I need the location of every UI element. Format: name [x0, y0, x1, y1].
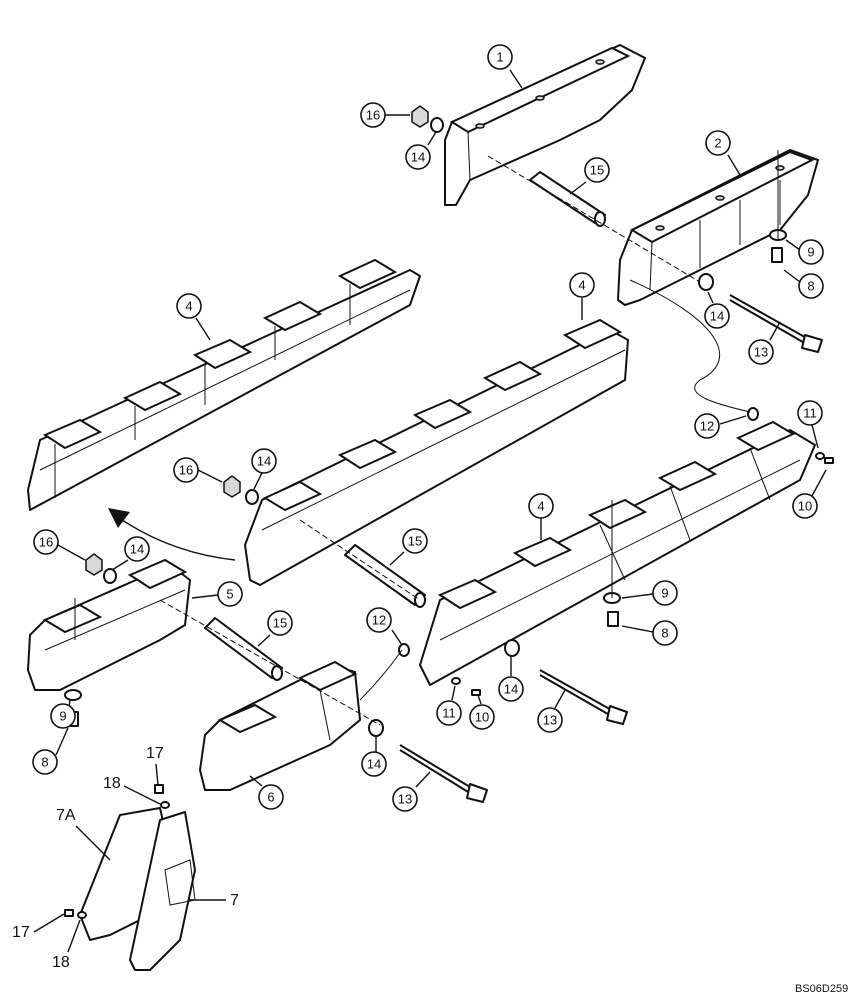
drawing-code: BS06D259 [795, 983, 848, 995]
callout-2: 2 [705, 130, 731, 156]
callout-4: 4 [176, 293, 202, 319]
callout-label: 6 [267, 790, 274, 805]
callout-8: 8 [798, 273, 824, 299]
callout-14: 14 [405, 144, 431, 170]
callout-14: 14 [124, 536, 150, 562]
callout-11: 11 [797, 400, 823, 426]
callout-label: 12 [372, 613, 386, 628]
part-7-guards [79, 807, 196, 971]
callout-label: 9 [807, 245, 814, 260]
callout-16: 16 [360, 102, 386, 128]
part-4-rail-middle [244, 318, 629, 586]
callout-label: 4 [537, 499, 544, 514]
callout-13: 13 [392, 786, 418, 812]
callout-label: 10 [475, 710, 489, 725]
callout-label: 5 [226, 587, 233, 602]
callout-9: 9 [798, 239, 824, 265]
callout-10: 10 [469, 704, 495, 730]
callout-11: 11 [436, 700, 462, 726]
callout-6: 6 [258, 784, 284, 810]
callout-label: 14 [257, 454, 271, 469]
callout-14: 14 [498, 676, 524, 702]
callout-15: 15 [402, 528, 428, 554]
callout-8: 8 [32, 749, 58, 775]
bolts [399, 294, 823, 803]
callout-label: 16 [366, 108, 380, 123]
callouts: 1 2 16 14 15 9 8 14 13 4 4 12 11 10 16 1… [32, 44, 827, 812]
callout-1: 1 [487, 44, 513, 70]
callout-label: 16 [179, 463, 193, 478]
callout-label: 14 [130, 542, 144, 557]
part-1-rail [444, 44, 646, 206]
part-2-rail [617, 149, 819, 306]
callout-5: 5 [217, 581, 243, 607]
plain-labels: 17 18 7A 7 17 18 [12, 745, 239, 971]
callout-15: 15 [584, 157, 610, 183]
callout-label: 13 [543, 713, 557, 728]
callout-label: 8 [41, 755, 48, 770]
callout-label: 4 [185, 299, 192, 314]
callout-label: 13 [754, 345, 768, 360]
callout-label: 13 [398, 792, 412, 807]
label-17: 17 [146, 745, 164, 762]
callout-10: 10 [792, 493, 818, 519]
callout-label: 8 [661, 626, 668, 641]
label-18: 18 [52, 954, 70, 971]
callout-15: 15 [267, 610, 293, 636]
callout-16: 16 [33, 529, 59, 555]
callout-label: 15 [273, 616, 287, 631]
callout-12: 12 [694, 413, 720, 439]
callout-14: 14 [704, 303, 730, 329]
callout-9: 9 [652, 580, 678, 606]
callout-label: 14 [504, 682, 518, 697]
callout-label: 4 [578, 278, 585, 293]
assembly-lines [74, 150, 779, 726]
callout-14: 14 [361, 751, 387, 777]
callout-label: 8 [807, 279, 814, 294]
part-6-rail [199, 660, 361, 791]
callout-label: 14 [367, 757, 381, 772]
label-7: 7 [230, 892, 239, 909]
callout-13: 13 [537, 707, 563, 733]
callout-label: 1 [496, 50, 503, 65]
callout-12: 12 [366, 607, 392, 633]
callout-14: 14 [251, 448, 277, 474]
label-18: 18 [103, 775, 121, 792]
callout-4: 4 [569, 272, 595, 298]
callout-label: 2 [714, 136, 721, 151]
callout-label: 9 [59, 709, 66, 724]
callout-label: 16 [39, 535, 53, 550]
callout-label: 14 [710, 309, 724, 324]
callout-label: 11 [803, 406, 817, 421]
callout-label: 10 [798, 499, 812, 514]
label-17: 17 [12, 924, 30, 941]
callout-8: 8 [652, 620, 678, 646]
callout-label: 11 [442, 706, 456, 721]
callout-16: 16 [173, 457, 199, 483]
callout-label: 14 [411, 150, 425, 165]
callout-label: 9 [661, 586, 668, 601]
callout-label: 15 [590, 163, 604, 178]
label-7a: 7A [56, 807, 76, 824]
callout-4: 4 [528, 493, 554, 519]
part-4-rail-left [27, 258, 421, 511]
callout-9: 9 [50, 703, 76, 729]
part-4-rail-right [419, 420, 816, 686]
callout-label: 15 [408, 534, 422, 549]
part-5-rail [27, 558, 191, 691]
callout-13: 13 [748, 339, 774, 365]
callout-label: 12 [700, 419, 714, 434]
